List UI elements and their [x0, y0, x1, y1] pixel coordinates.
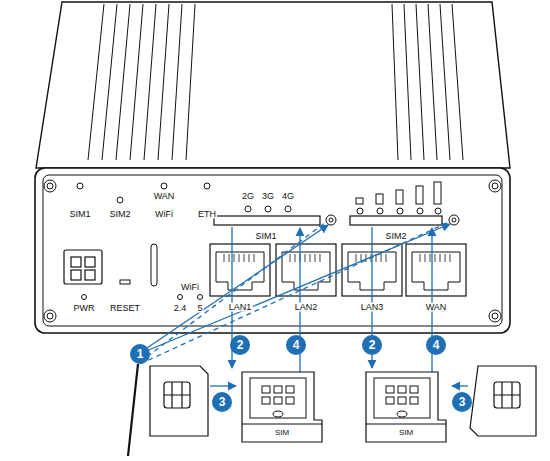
sim-trays — [242, 372, 446, 442]
led-label: SIM2 — [108, 210, 131, 219]
led-label: WiFi — [180, 283, 200, 292]
callout-number: 1 — [137, 348, 144, 360]
led-label: SIM1 — [68, 210, 91, 219]
status-leds — [77, 183, 441, 300]
port-label: LAN1 — [228, 303, 253, 312]
ethernet-ports — [210, 244, 466, 296]
cooling-fins — [88, 4, 463, 160]
led-label: ETH — [197, 210, 217, 219]
callout-number: 3 — [459, 396, 466, 408]
front-panel — [35, 168, 510, 333]
led-label: WAN — [153, 192, 176, 201]
slot-label: SIM1 — [254, 232, 277, 241]
port-label: LAN3 — [360, 303, 385, 312]
port-label: LAN2 — [294, 303, 319, 312]
slot-label: SIM2 — [384, 232, 407, 241]
callout-number: 4 — [293, 339, 300, 351]
port-label: PWR — [73, 304, 96, 313]
slot — [151, 244, 157, 286]
tray-label: SIM — [274, 429, 290, 437]
led-label: 2G — [241, 192, 255, 201]
led-label: 5 — [196, 304, 203, 313]
callout-number: 2 — [369, 339, 376, 351]
port-label: WAN — [425, 303, 448, 312]
tray-label: SIM — [398, 429, 414, 437]
callout-number: 4 — [433, 339, 440, 351]
housing-top — [36, 2, 510, 168]
led-label: 3G — [261, 192, 275, 201]
led-label: 2.4 — [173, 304, 188, 313]
signal-bars — [356, 182, 441, 204]
led-label: WiFi — [154, 210, 174, 219]
callout-number: 2 — [237, 339, 244, 351]
callout-number: 3 — [219, 396, 226, 408]
sim-card — [470, 366, 536, 436]
callout-circles — [130, 335, 472, 412]
sim-slot — [350, 216, 442, 225]
leader-lines — [140, 222, 468, 386]
sim-slot — [214, 216, 320, 225]
port-label: RESET — [109, 304, 141, 313]
sim-pin — [128, 364, 138, 456]
sim-card — [150, 366, 208, 436]
led-label: 4G — [281, 192, 295, 201]
power-connector — [64, 250, 102, 284]
eject-buttons — [326, 215, 459, 225]
reset-button — [120, 280, 130, 284]
